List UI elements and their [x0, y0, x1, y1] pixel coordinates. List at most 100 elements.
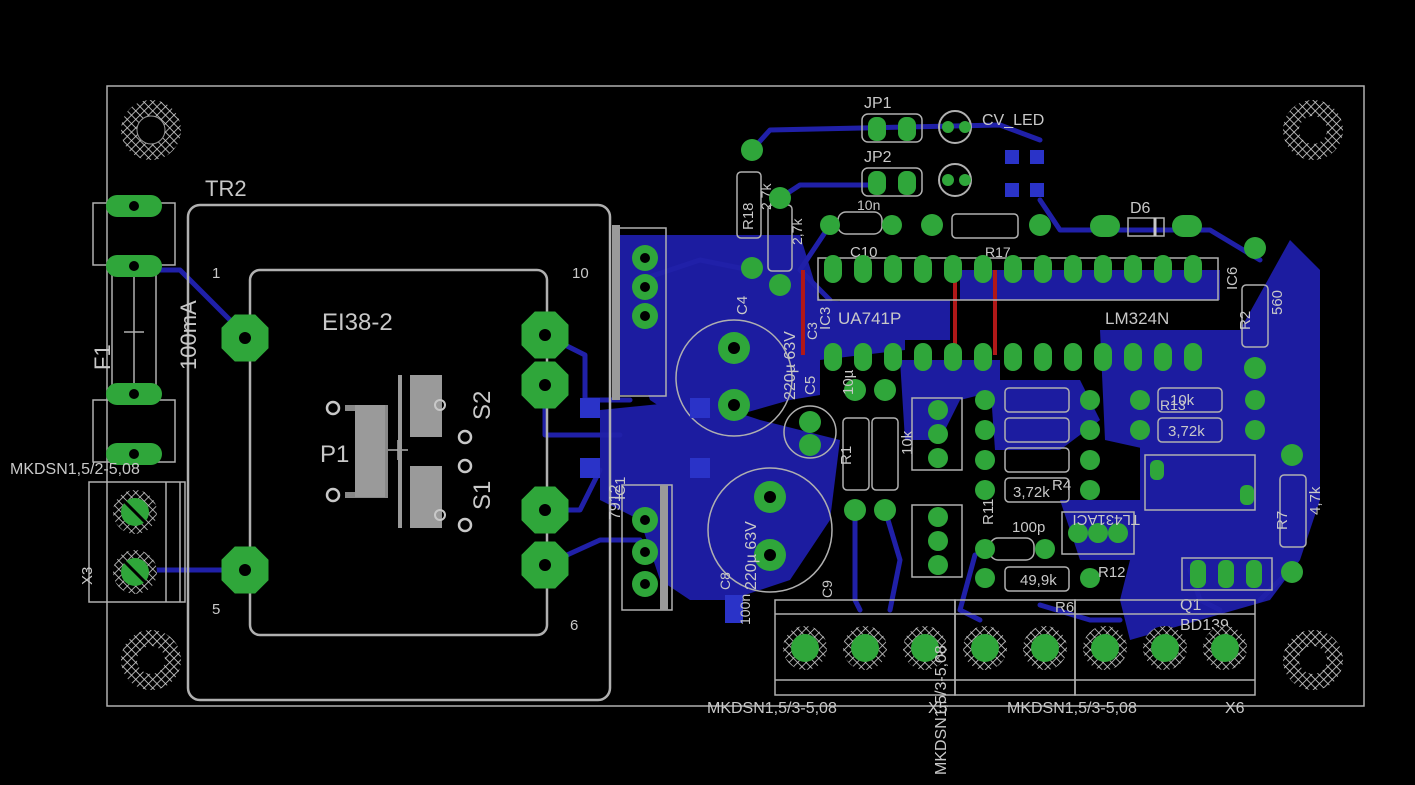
resistor-r15 [975, 387, 1100, 413]
tr2-pin5-label: 5 [212, 601, 220, 618]
trimmer-left [911, 397, 963, 471]
capacitor-c3 [783, 405, 837, 459]
tr2-pin10-label: 10 [572, 265, 589, 282]
c10-value-label: 10n [857, 197, 880, 213]
tl431-label: TL431ACI [1072, 511, 1140, 528]
resistor-r15-right [1130, 387, 1265, 413]
s1-label: S1 [469, 481, 496, 510]
mkdsn-vertical-label: MKDSN1,5/3-5,08 [933, 645, 950, 775]
resistor-r17-horizontal [921, 213, 1051, 239]
mounting-hole-bottom-right [1283, 630, 1343, 690]
r7-value-label: 4,7k [1307, 486, 1324, 515]
lm324n-label: LM324N [1105, 309, 1169, 328]
r4-value-label: 3,72k [1013, 484, 1050, 501]
r12-label: R12 [1098, 564, 1126, 581]
jp2-label: JP2 [864, 149, 892, 166]
resistor-r6 [975, 566, 1100, 592]
ic3-label: IC3 [817, 307, 834, 330]
mounting-hole-top-left [121, 100, 181, 160]
r2-label: R2 [1237, 311, 1254, 330]
r6-value-label: 49,9k [1020, 572, 1057, 589]
r18-value-label: 2,7k [758, 183, 774, 210]
resistor-r7 [1279, 444, 1307, 583]
terminal-x3 [88, 481, 186, 603]
cv-led-label: CV_LED [982, 112, 1044, 129]
r1-label: R1 [838, 446, 855, 465]
jumper-jp2 [861, 167, 923, 197]
c6-value-label: 100p [1012, 519, 1045, 536]
led-cv [938, 110, 972, 144]
capacitor-c5 [707, 467, 833, 593]
resistor-r16 [975, 417, 1100, 443]
r2-value-label: 560 [1269, 290, 1286, 315]
c8-label: C8 [717, 572, 733, 590]
mkdsn-right-label: MKDSN1,5/3-5,08 [1007, 700, 1137, 717]
capacitor-c6 [975, 537, 1055, 561]
regulator-ic3 [612, 225, 667, 400]
c5-label: C5 [802, 376, 819, 395]
terminal-x6 [1074, 599, 1256, 696]
resistor-r1k [871, 379, 899, 521]
r7-label: R7 [1274, 511, 1291, 530]
tr2-pin1-label: 1 [212, 265, 220, 282]
terminal-x4 [954, 599, 1076, 696]
resistor-r4 [975, 477, 1100, 503]
r4-label: R4 [1052, 477, 1071, 494]
resistor-r2 [1241, 237, 1269, 379]
capacitor-c10 [820, 211, 902, 235]
transformer-tr2 [186, 203, 612, 702]
c9-label: C9 [819, 580, 835, 598]
r1-value-label: 10k [899, 430, 916, 455]
tr2-label: TR2 [205, 176, 247, 201]
r13-value-label: 3,72k [1168, 423, 1205, 440]
trimmer-lower [911, 504, 963, 578]
fuse-value-label: 100mA [176, 300, 201, 370]
r11-label: R11 [980, 499, 997, 525]
tr2-pads [221, 311, 569, 594]
resistor-r9 [975, 447, 1100, 473]
c10-label: C10 [850, 244, 878, 261]
r6-label: R6 [1055, 599, 1074, 616]
c4-value-label: 220µ 63V [782, 331, 799, 400]
ei38-label: EI38-2 [322, 309, 393, 336]
f1-label: F1 [90, 344, 115, 370]
ic-socket-row-bottom [824, 343, 1202, 371]
copper-pour [600, 235, 1320, 640]
r17-value-label: 2,7k [789, 218, 805, 245]
mkdsn-mid-label: MKDSN1,5/3-5,08 [707, 700, 837, 717]
regulator-ic1 [621, 484, 673, 611]
mkdsn-left-label: MKDSN1,5/2-5,08 [10, 461, 140, 478]
terminal-x5 [774, 599, 956, 696]
d6-label: D6 [1130, 200, 1151, 217]
smd-pads [580, 150, 1044, 623]
jp1-label: JP1 [864, 95, 892, 112]
s2-label: S2 [469, 391, 496, 420]
ua741p-label: UA741P [838, 309, 901, 328]
r15-value-label: 10k [1170, 392, 1195, 409]
r17-label: R17 [985, 244, 1011, 260]
fuse-f1 [92, 195, 176, 465]
x5-label: X5 [928, 700, 948, 717]
r18-label: R18 [740, 202, 757, 230]
r13-label: R13 [1160, 397, 1186, 413]
x3-label: X3 [79, 567, 96, 585]
diode-d6 [1090, 215, 1202, 237]
transistor-q1 [1181, 557, 1273, 591]
x6-label: X6 [1225, 700, 1245, 717]
tr2-pin6-label: 6 [570, 617, 578, 634]
top-layer-traces [801, 270, 997, 355]
trimmer-r12 [1061, 511, 1135, 555]
resistor-r1 [842, 379, 870, 521]
p1-label: P1 [320, 441, 349, 468]
mounting-hole-top-right [1283, 100, 1343, 160]
ic1-value-label: 7912 [607, 484, 624, 520]
c3-value-label: 10µ [840, 369, 857, 395]
c5-value-label: 220µ 63V [743, 521, 760, 590]
q1-label: Q1 [1180, 597, 1201, 614]
resistor-r18 [736, 139, 763, 279]
c8-value-label: 100n [737, 594, 753, 625]
led-cc [938, 163, 972, 197]
capacitor-c4 [675, 319, 793, 437]
tl431-chip [1144, 454, 1256, 511]
ic1-label: IC1 [612, 477, 629, 500]
